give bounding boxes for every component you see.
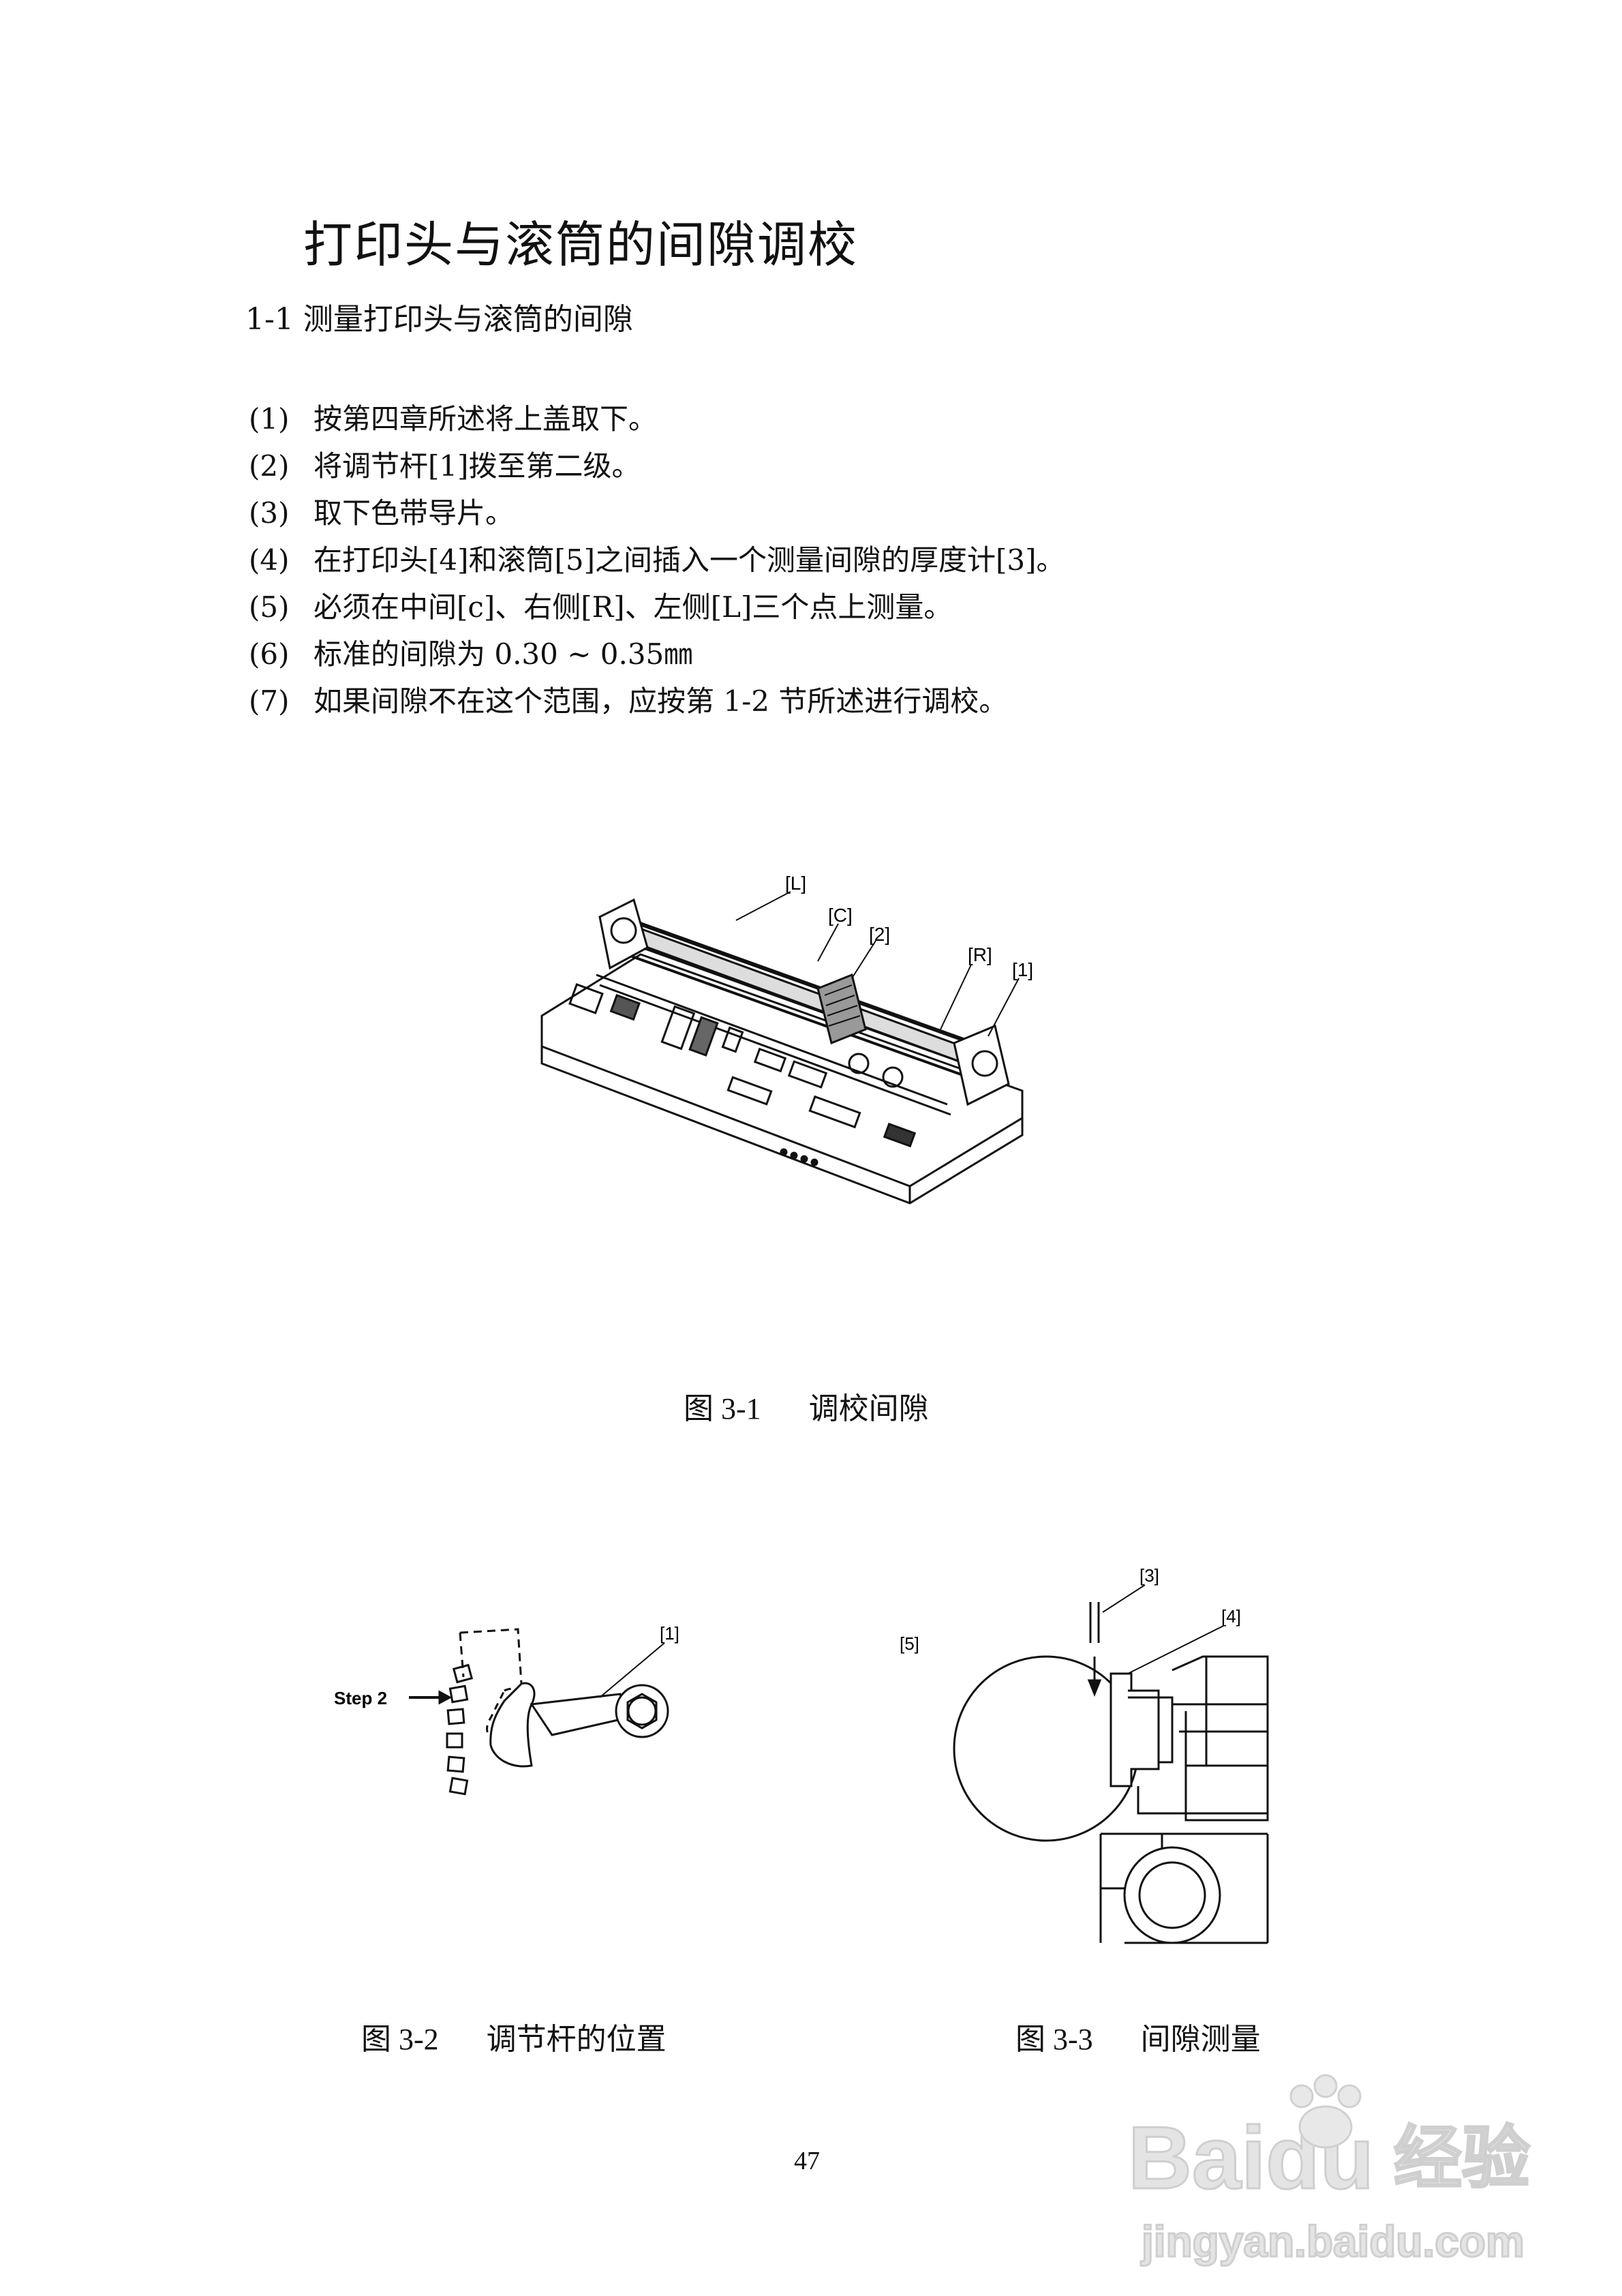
label-1: [1]: [1012, 959, 1033, 980]
page-number: 47: [794, 2147, 820, 2175]
label-step-2: Step 2: [334, 1688, 387, 1708]
step-number: (2): [249, 449, 290, 483]
label-5: [5]: [900, 1633, 919, 1654]
figure-gap-measurement: [3] [4] [5]: [900, 1565, 1269, 1944]
caption-text: 间隙测量: [1140, 2023, 1261, 2056]
label-r: [R]: [968, 944, 992, 965]
label-3: [3]: [1139, 1565, 1159, 1586]
label-1: [1]: [660, 1623, 679, 1644]
figure-caption-3-1: 图 3-1 调校间隙: [684, 1384, 929, 1428]
step-item: (6) 标准的间隙为 0.30 ~ 0.35㎜: [249, 631, 1065, 678]
caption-text: 调节杆的位置: [486, 2023, 667, 2056]
figure-printer-mechanism: [L] [C] [2] [R] [1]: [540, 873, 1033, 1205]
step-item: (5) 必须在中间[c]、右侧[R]、左侧[L]三个点上测量。: [249, 584, 1065, 631]
label-4: [4]: [1221, 1606, 1241, 1627]
step-text: 在打印头[4]和滚筒[5]之间插入一个测量间隙的厚度计[3]。: [313, 543, 1065, 577]
step-item: (2) 将调节杆[1]拨至第二级。: [249, 442, 1065, 489]
watermark-brand: Baidu: [1128, 2108, 1374, 2207]
caption-number: 图 3-1: [684, 1392, 761, 1425]
step-number: (7): [249, 684, 290, 718]
figure-caption-3-3: 图 3-3 间隙测量: [1015, 2014, 1261, 2058]
step-number: (1): [249, 402, 290, 436]
step-number: (4): [249, 543, 290, 577]
figure-caption-3-2: 图 3-2 调节杆的位置: [361, 2014, 667, 2058]
baidu-jingyan-watermark: Baidu 经验 jingyan.baidu.com: [1127, 2074, 1531, 2267]
step-item: (7) 如果间隙不在这个范围，应按第 1-2 节所述进行调校。: [249, 678, 1065, 725]
paw-icon: [1289, 2074, 1362, 2149]
steps-list: (1) 按第四章所述将上盖取下。 (2) 将调节杆[1]拨至第二级。 (3) 取下色带…: [249, 395, 1065, 725]
watermark-url: jingyan.baidu.com: [1141, 2217, 1525, 2266]
step-number: (3): [249, 496, 290, 530]
step-text: 必须在中间[c]、右侧[R]、左侧[L]三个点上测量。: [313, 590, 953, 624]
step-text: 如果间隙不在这个范围，应按第 1-2 节所述进行调校。: [313, 684, 1008, 718]
step-text: 按第四章所述将上盖取下。: [313, 402, 658, 436]
step-text: 将调节杆[1]拨至第二级。: [313, 449, 641, 483]
caption-text: 调校间隙: [808, 1392, 929, 1425]
step-item: (1) 按第四章所述将上盖取下。: [249, 395, 1065, 442]
figure-lever-position: Step 2 [1]: [334, 1623, 679, 1796]
step-item: (3) 取下色带导片。: [249, 489, 1065, 537]
section-heading: 1-1 测量打印头与滚筒的间隙: [245, 302, 633, 337]
label-2: [2]: [869, 924, 890, 945]
step-text: 取下色带导片。: [313, 496, 515, 530]
label-l: [L]: [785, 873, 806, 894]
label-c: [C]: [828, 905, 853, 926]
step-number: (5): [249, 590, 290, 624]
caption-number: 图 3-2: [361, 2023, 439, 2056]
step-text: 标准的间隙为 0.30 ~ 0.35㎜: [313, 637, 693, 671]
step-item: (4) 在打印头[4]和滚筒[5]之间插入一个测量间隙的厚度计[3]。: [249, 537, 1065, 584]
step-number: (6): [249, 637, 290, 671]
page-title: 打印头与滚筒的间隙调校: [303, 216, 859, 273]
caption-number: 图 3-3: [1015, 2023, 1093, 2056]
watermark-brand-cn: 经验: [1394, 2120, 1530, 2196]
